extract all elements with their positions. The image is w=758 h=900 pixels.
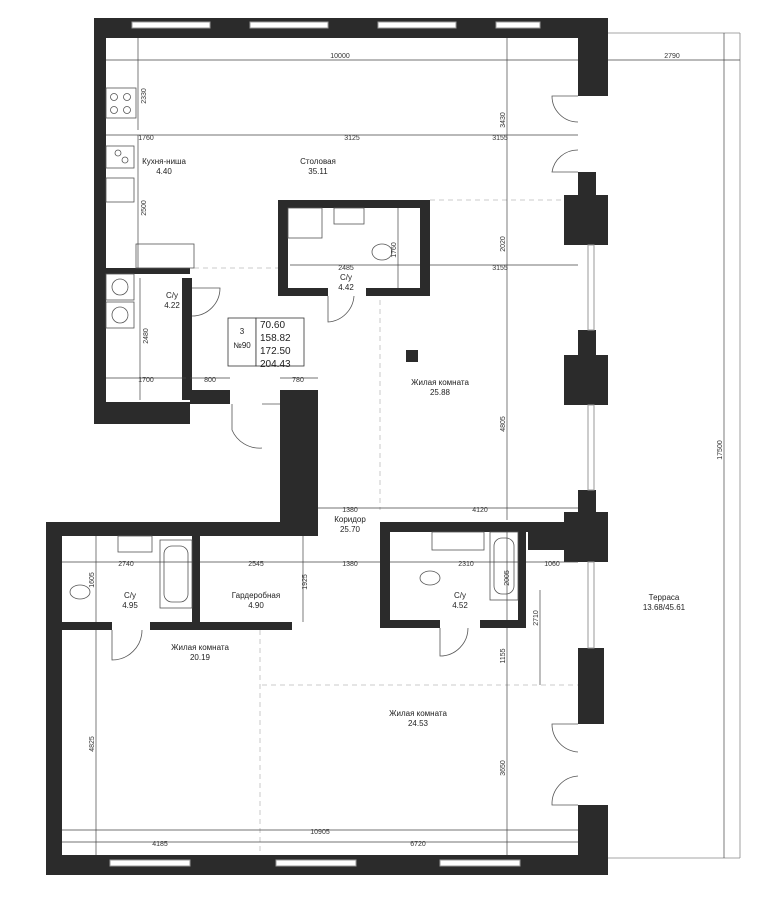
dim-bath-lr-w: 2310 [458, 561, 474, 568]
room-name-living-lower-left: Жилая комната [171, 643, 229, 652]
apartment-info-box: 3 №90 70.60 158.82 172.50 204.43 [227, 317, 305, 370]
room-name-dining: Столовая [300, 157, 336, 166]
dim-w-1060: 1060 [544, 561, 560, 568]
room-name-corridor: Коридор [334, 515, 366, 524]
room-area-terrace: 13.68/45.61 [643, 603, 686, 612]
room-name-bath-lower-left: С/у [124, 591, 136, 600]
walls [46, 18, 608, 875]
doors [111, 95, 579, 806]
room-area-kitchen: 4.40 [156, 167, 172, 176]
dim-v-3650: 3650 [500, 760, 507, 776]
apartment-area-3: 172.50 [260, 346, 291, 357]
dim-door-800: 800 [204, 377, 216, 384]
dim-terrace-h: 17500 [717, 440, 724, 460]
apartment-number: №90 [233, 341, 251, 350]
apartment-rooms-count: 3 [240, 327, 245, 336]
room-area-living-center: 25.88 [430, 388, 451, 397]
dim-wardrobe-h: 1925 [302, 574, 309, 590]
dim-top-width: 10000 [330, 53, 350, 60]
room-name-bath-top-left: С/у [166, 291, 178, 300]
dim-bath-ll-w: 2740 [118, 561, 134, 568]
dim-bath-tl-h: 2480 [143, 328, 150, 344]
dim-bottom-left: 4185 [152, 841, 168, 848]
room-name-kitchen: Кухня-ниша [142, 157, 186, 166]
dimension-lines [62, 33, 740, 858]
room-name-wardrobe: Гардеробная [232, 591, 280, 600]
dim-bottom-right: 6720 [410, 841, 426, 848]
room-area-wardrobe: 4.90 [248, 601, 264, 610]
dim-corr-4120: 4120 [472, 507, 488, 514]
dim-bath-tl-w: 1700 [138, 377, 154, 384]
dim-bath-ll-h: 1605 [89, 572, 96, 588]
dim-dining-w: 3125 [344, 135, 360, 142]
apartment-area-2: 158.82 [260, 333, 291, 344]
dim-living-h: 4805 [500, 416, 507, 432]
guide-lines [140, 199, 578, 855]
dim-living-ll-h: 4825 [89, 736, 96, 752]
room-name-living-center: Жилая комната [411, 378, 469, 387]
dim-kitchen-w: 1760 [138, 135, 154, 142]
dim-v-2710: 2710 [533, 610, 540, 626]
apartment-area-4: 204.43 [260, 359, 291, 370]
room-area-dining: 35.11 [308, 167, 328, 176]
room-name-bath-center: С/у [340, 273, 352, 282]
dim-kitchen-h: 2330 [141, 88, 148, 104]
dim-corr-1380b: 1380 [342, 561, 358, 568]
room-name-bath-lower-right: С/у [454, 591, 466, 600]
dim-bath-c-w: 2485 [338, 265, 354, 272]
room-area-bath-lower-right: 4.52 [452, 601, 468, 610]
apartment-area-1: 70.60 [260, 320, 285, 331]
dim-v-2020: 2020 [500, 236, 507, 252]
dim-w-2545: 2545 [248, 561, 264, 568]
room-area-living-lower-left: 20.19 [190, 653, 211, 662]
dim-right-w: 3155 [492, 135, 508, 142]
windows [109, 21, 595, 867]
dim-terrace-width: 2790 [664, 53, 680, 60]
dim-corr-1380: 1380 [342, 507, 358, 514]
room-labels: Кухня-ниша 4.40 Столовая 35.11 С/у 4.22 … [122, 157, 685, 728]
dim-bottom-total: 10905 [310, 829, 330, 836]
dim-door-780: 780 [292, 377, 304, 384]
fixtures [69, 87, 568, 609]
room-area-bath-center: 4.42 [338, 283, 354, 292]
room-area-bath-top-left: 4.22 [164, 301, 180, 310]
dim-kitchen-niche-h: 2500 [141, 200, 148, 216]
dimension-labels: 10000 2790 2330 1760 3125 3155 3430 2500… [89, 53, 724, 848]
dim-bath-c-h: 1760 [391, 242, 398, 258]
room-name-living-lower-right: Жилая комната [389, 709, 447, 718]
dim-right-w2: 3155 [492, 265, 508, 272]
room-area-living-lower-right: 24.53 [408, 719, 429, 728]
dim-bath-lr-h: 2005 [504, 570, 511, 586]
dim-right-h: 3430 [500, 112, 507, 128]
terrace-outline [608, 32, 741, 859]
room-name-terrace: Терраса [649, 593, 680, 602]
room-area-corridor: 25.70 [340, 525, 361, 534]
room-area-bath-lower-left: 4.95 [122, 601, 138, 610]
dim-v-1155: 1155 [500, 648, 507, 663]
